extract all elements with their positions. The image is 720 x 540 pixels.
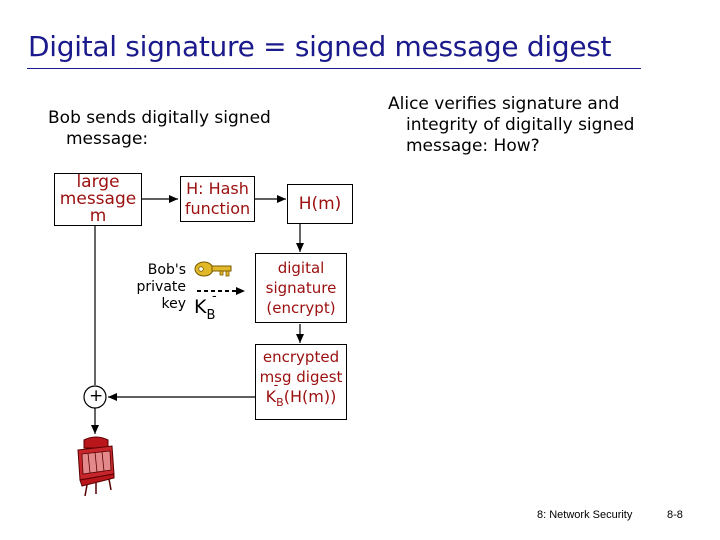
- plus-symbol: +: [89, 386, 104, 406]
- message-box: large message m: [54, 173, 142, 226]
- message-box-line-1: large: [76, 172, 120, 192]
- key-symbol-sub: B: [206, 308, 216, 323]
- digest-sup: -: [273, 378, 279, 393]
- signature-box-line-2: signature: [265, 279, 337, 297]
- hash-output-label: H(m): [298, 194, 342, 214]
- alice-intro-line-2: integrity of digitally signed: [406, 115, 635, 135]
- digest-box-line-3: KB - (H(m)): [256, 378, 346, 409]
- title-underline: [27, 68, 641, 69]
- bob-intro-line-2: message:: [66, 129, 149, 149]
- key-label-line-1: Bob's: [147, 262, 186, 278]
- hash-output-box: H(m): [287, 184, 353, 224]
- message-box-line-3: m: [89, 206, 107, 226]
- hash-box-line-1: H: Hash: [186, 179, 249, 198]
- encrypted-digest-box: encrypted msg digest KB - (H(m)): [255, 344, 347, 420]
- plus-circle: [83, 385, 107, 409]
- alice-intro-line-3: message: How?: [406, 136, 540, 156]
- alice-intro-text: Alice verifies signature and integrity o…: [388, 94, 634, 157]
- key-label-line-3: key: [161, 296, 186, 312]
- digest-box-line-1: encrypted: [262, 348, 340, 366]
- private-key-symbol: KB -: [194, 289, 217, 323]
- key-symbol-base: K: [194, 296, 207, 318]
- alice-intro-line-1: Alice verifies signature and: [388, 94, 620, 114]
- digest-sub: B: [276, 396, 284, 409]
- signature-box-line-1: digital: [277, 259, 325, 277]
- mailbox-icon: [77, 436, 115, 497]
- slide-title: Digital signature = signed message diges…: [28, 30, 612, 63]
- bob-intro-text: Bob sends digitally signed message:: [48, 108, 271, 150]
- hash-box-line-2: function: [184, 199, 251, 218]
- footer-page-number: 8-8: [667, 509, 683, 521]
- digest-k: K: [265, 387, 277, 406]
- digest-rest: (H(m)): [283, 387, 337, 406]
- private-key-label: Bob's private key: [122, 262, 187, 313]
- key-symbol-sup: -: [212, 289, 217, 304]
- bob-intro-line-1: Bob sends digitally signed: [48, 108, 271, 128]
- signature-box-line-3: (encrypt): [266, 299, 336, 317]
- digital-signature-box: digital signature (encrypt): [255, 253, 347, 323]
- key-label-line-2: private: [136, 279, 187, 295]
- footer-course: 8: Network Security: [537, 509, 633, 521]
- digest-box-line-2: msg digest: [259, 368, 343, 386]
- key-icon: [194, 261, 232, 277]
- hash-function-box: H: Hash function: [180, 176, 255, 222]
- message-box-line-2: message: [59, 189, 137, 209]
